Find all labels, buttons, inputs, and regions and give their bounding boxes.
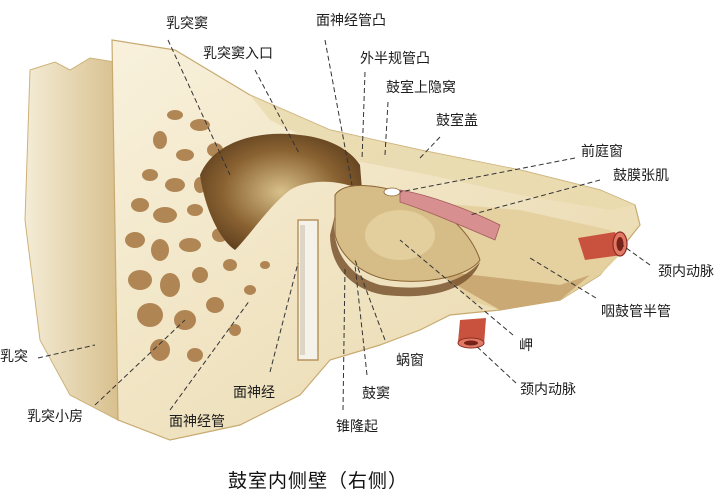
label-facial-canal-prominence: 面神经管凸 bbox=[316, 13, 386, 29]
tympanic-medial-wall bbox=[330, 185, 481, 297]
label-sinus-tympani: 鼓窦 bbox=[362, 386, 390, 402]
internal-carotid-artery-upper bbox=[578, 231, 628, 260]
mastoid-air-cells bbox=[125, 110, 270, 362]
label-oval-window: 前庭窗 bbox=[581, 144, 623, 160]
label-mastoid-antrum: 乳突窦 bbox=[166, 16, 208, 32]
label-semicanal-auditory-tube: 咽鼓管半管 bbox=[601, 304, 671, 320]
label-facial-nerve: 面神经 bbox=[233, 385, 275, 401]
label-tegmen-tympani: 鼓室盖 bbox=[436, 113, 478, 129]
label-mastoid-cells: 乳突小房 bbox=[27, 409, 83, 425]
label-round-window: 蜗窗 bbox=[396, 353, 424, 369]
label-tensor-tympani: 鼓膜张肌 bbox=[613, 168, 669, 184]
label-pyramidal-eminence: 锥隆起 bbox=[336, 419, 378, 435]
label-facial-canal: 面神经管 bbox=[169, 414, 225, 430]
facial-canal-structure bbox=[297, 219, 319, 361]
label-aditus-ad-antrum: 乳突窦入口 bbox=[203, 46, 273, 62]
label-epitympanic-recess: 鼓室上隐窝 bbox=[386, 80, 456, 96]
label-internal-carotid-artery-upper: 颈内动脉 bbox=[658, 264, 714, 280]
label-internal-carotid-artery-lower: 颈内动脉 bbox=[520, 382, 576, 398]
mastoid-antrum-cavity bbox=[200, 133, 362, 250]
mastoid-outer-face bbox=[24, 57, 119, 421]
figure-caption: 鼓室内侧壁（右侧） bbox=[228, 470, 409, 492]
label-mastoid-process: 乳突 bbox=[0, 349, 28, 365]
internal-carotid-artery-lower bbox=[457, 318, 486, 349]
leader-lines bbox=[37, 39, 651, 411]
label-promontory: 岬 bbox=[519, 338, 533, 354]
label-lateral-semicircular-canal-prominence: 外半规管凸 bbox=[360, 51, 430, 67]
